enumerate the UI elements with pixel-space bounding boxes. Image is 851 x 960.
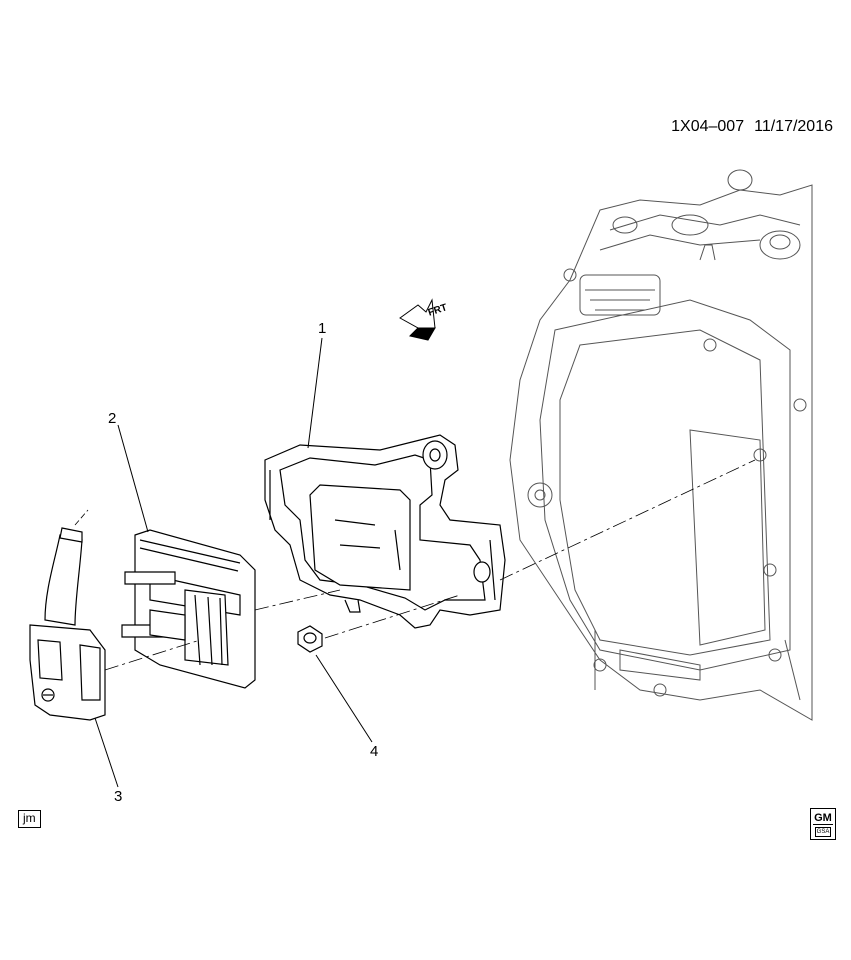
front-arrow-icon [400,300,435,340]
callout-2: 2 [108,410,117,427]
diagram-date: 11/17/2016 [754,118,833,135]
illustrator-tag: jm [18,810,41,828]
part-3-connector [30,528,105,720]
harness-centerline [75,510,88,525]
part-4-nut [298,626,322,652]
diagram-code: 1X04–007 [671,118,745,135]
callout-3: 3 [114,788,123,805]
part-1-bracket [265,435,505,628]
callout-1: 1 [318,320,327,337]
gm-logo-icon: GM GSA [810,808,836,840]
callout-4: 4 [370,743,379,760]
leader-lines [95,338,372,787]
part-2-module [122,530,255,688]
diagram-reference: 1X04–007 11/17/2016 [671,118,833,136]
alignment-lines [105,460,755,670]
transmission-housing [510,170,812,720]
gm-logo-sub: GSA [814,827,832,837]
gm-logo-mark: GM [813,812,833,825]
